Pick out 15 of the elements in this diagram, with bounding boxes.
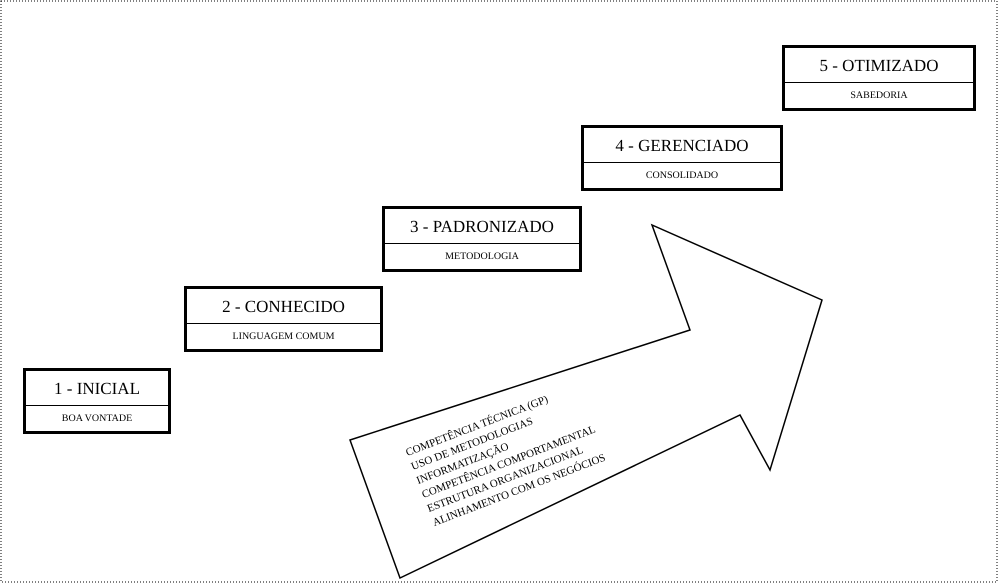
level-title: 3 - PADRONIZADO	[385, 209, 579, 244]
level-subtitle: SABEDORIA	[849, 89, 909, 103]
level-subtitle: LINGUAGEM COMUM	[232, 330, 336, 344]
level-subtitle: METODOLOGIA	[444, 250, 520, 264]
step-box	[184, 286, 383, 352]
step-box	[581, 125, 783, 191]
step-box	[382, 206, 582, 272]
level-title: 5 - OTIMIZADO	[785, 48, 973, 83]
level-subtitle: BOA VONTADE	[60, 412, 134, 426]
level-title: 1 - INICIAL	[26, 371, 168, 406]
level-subtitle: CONSOLIDADO	[644, 169, 720, 183]
level-title: 4 - GERENCIADO	[584, 128, 780, 163]
level-title: 2 - CONHECIDO	[187, 289, 380, 324]
step-box	[782, 45, 976, 111]
step-box	[23, 368, 171, 434]
